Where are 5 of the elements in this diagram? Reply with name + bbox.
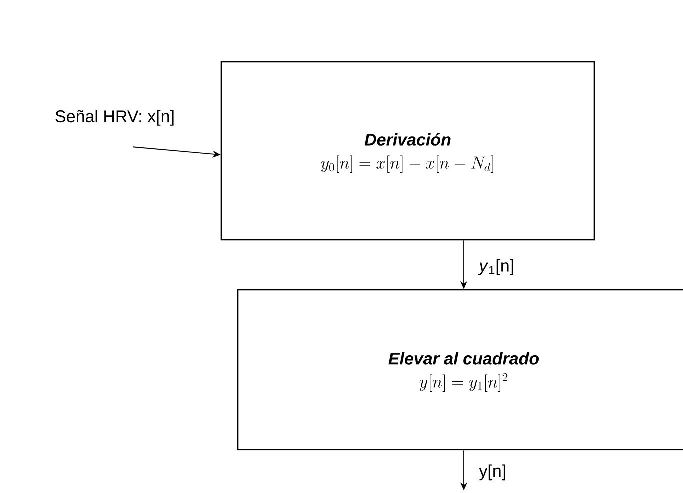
edge-label: y[n] bbox=[479, 464, 506, 481]
process-box: Derivación $y_0[n] = x[n] - x[n - N_d]$ bbox=[220, 61, 596, 241]
process-box: Elevar al cuadrado $y[n] = y_1[n]^2$ bbox=[237, 289, 683, 451]
input-label: Señal HRV: x[n] bbox=[56, 110, 174, 126]
edge-label: y$_{1}$[n] bbox=[478, 259, 514, 276]
